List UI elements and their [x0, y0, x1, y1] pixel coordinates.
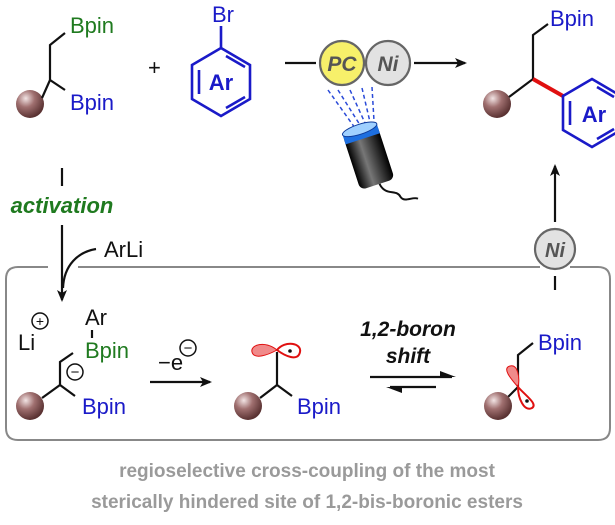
arli-label: ArLi	[104, 237, 143, 262]
pc-label: PC	[327, 53, 357, 76]
plus-charge: +	[36, 313, 44, 329]
boronate-bpin-blue: Bpin	[82, 394, 126, 419]
ni-return-label: Ni	[545, 240, 565, 262]
primary-radical: Bpin	[234, 342, 341, 420]
bromine-label: Br	[212, 2, 234, 27]
flashlight-icon	[341, 121, 419, 201]
product-bpin-label: Bpin	[550, 6, 594, 31]
boronate-aryl-label: Ar	[85, 305, 107, 330]
bpin-label-bottom: Bpin	[70, 90, 114, 115]
bpin-label-top: Bpin	[70, 13, 114, 38]
equilibrium-arrows	[370, 371, 456, 393]
secondary-radical: Bpin	[484, 330, 582, 420]
boronate-bpin-green: Bpin	[85, 338, 129, 363]
aryl-label: Ar	[209, 70, 234, 95]
caption-line1: regioselective cross-coupling of the mos…	[119, 461, 496, 482]
substituent-ball	[483, 90, 511, 118]
light-rays	[327, 86, 375, 129]
electron-charge: −	[184, 340, 193, 357]
oxidation-label: −e	[158, 350, 183, 375]
ni-return-cycle: Ni	[533, 227, 577, 271]
caption-line2: sterically hindered site of 1,2-bis-boro…	[91, 492, 523, 513]
shift-label-line2: shift	[386, 345, 431, 368]
product-aryl-label: Ar	[582, 102, 607, 127]
radical2-bpin-label: Bpin	[538, 330, 582, 355]
radical1-bpin-label: Bpin	[297, 394, 341, 419]
plus-sign: +	[148, 55, 161, 80]
substituent-ball	[16, 90, 44, 118]
li-label: Li	[18, 330, 35, 355]
new-c-c-bond	[532, 77, 564, 98]
ni-label: Ni	[378, 53, 400, 76]
bis-boronic-ester-reactant: Bpin Bpin	[16, 13, 114, 118]
arli-curved-arrow	[61, 247, 97, 289]
aryl-bromide-reactant: Br Ar	[190, 2, 252, 118]
minus-charge: −	[71, 364, 80, 381]
activation-label: activation	[11, 193, 114, 218]
mechanism-box	[5, 266, 611, 441]
boronate-complex: Li + Ar Bpin − Bpin	[16, 305, 129, 420]
shift-label-line1: 1,2-boron	[360, 318, 456, 341]
photocatalyst-cycle: PC	[318, 39, 366, 87]
arylated-product: Bpin Ar	[483, 6, 615, 149]
nickel-cycle: Ni	[364, 39, 412, 87]
